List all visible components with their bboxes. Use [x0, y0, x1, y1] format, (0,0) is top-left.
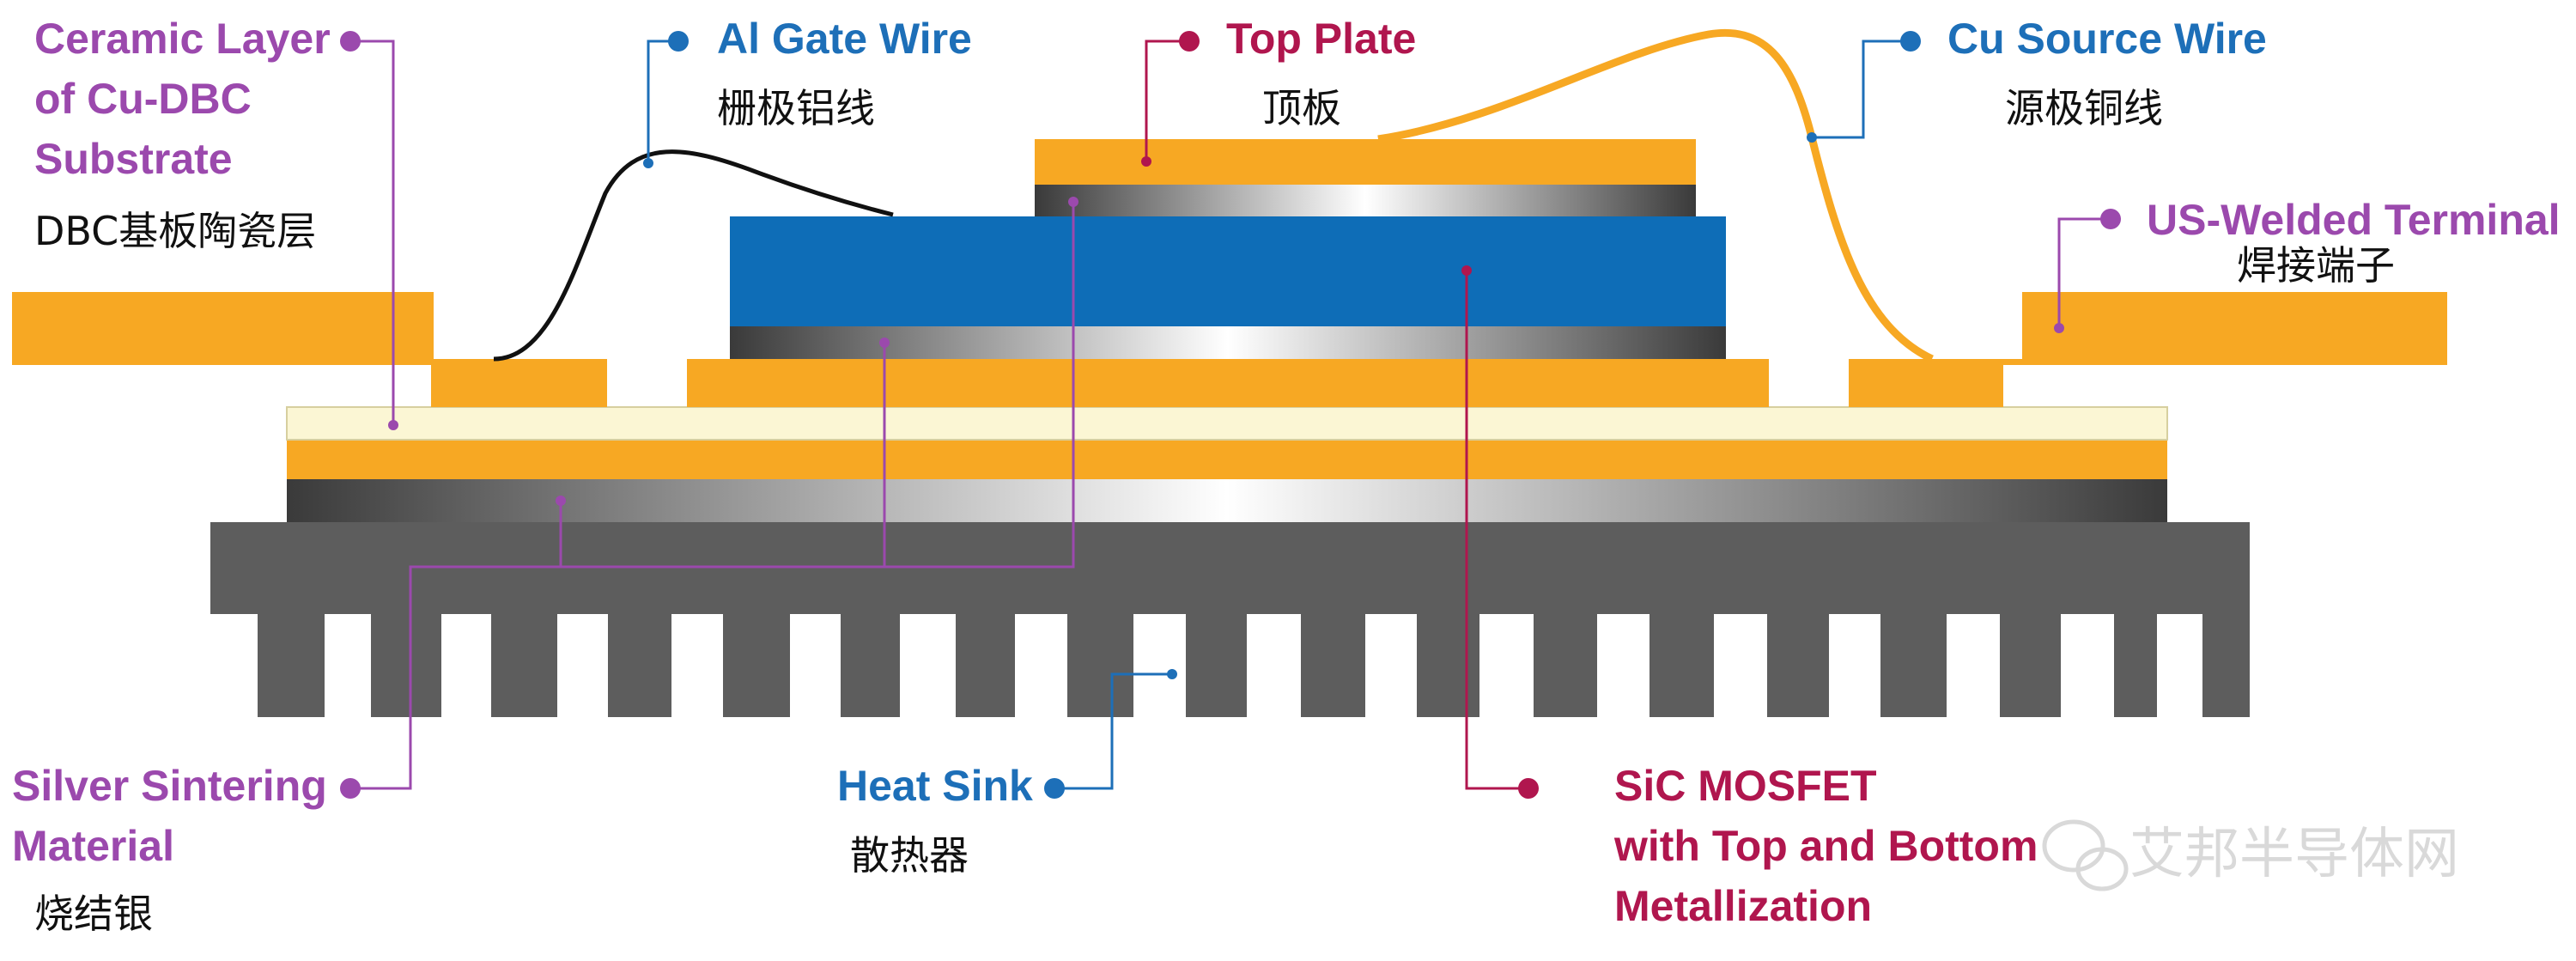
heatsink-label: Heat Sink: [837, 762, 1033, 810]
mosfet-label-line-2: with Top and Bottom: [1613, 822, 2038, 870]
silver-leader: [350, 202, 1075, 790]
gate-dot-label: [668, 31, 689, 52]
silver-sinter-bottom: [287, 479, 2167, 522]
cu-source-wire: [1377, 28, 1934, 363]
topplate-dot-target: [1141, 156, 1151, 167]
silver-label-line-2: Material: [12, 822, 174, 870]
gate-leader: [647, 40, 678, 163]
gate-label-zh: 栅极铝线: [717, 85, 875, 131]
source-label: Cu Source Wire: [1947, 15, 2267, 63]
heatsink-dot-target: [1167, 669, 1177, 679]
gate-dot-target: [643, 158, 653, 168]
terminal-label-zh: 焊接端子: [2237, 242, 2395, 289]
heatsink-label-zh: 散热器: [850, 832, 969, 879]
ceramic-dot-label: [340, 31, 361, 52]
dbc-bottom-copper: [287, 440, 2167, 479]
silver-dot-target-3: [1068, 197, 1078, 207]
topplate-dot-label: [1179, 31, 1200, 52]
wechat-icon: [2042, 819, 2129, 891]
source-dot-label: [1900, 31, 1921, 52]
chip-bottom-metallization: [730, 326, 1726, 359]
topplate-leader: [1145, 40, 1189, 161]
us-welded-terminal: [2003, 292, 2447, 365]
sic-mosfet-chip: [730, 216, 1726, 326]
chip-top-metallization: [1035, 185, 1696, 216]
terminal-leader: [2057, 217, 2111, 328]
terminal-label: US-Welded Terminal: [2147, 196, 2561, 244]
silver-label-zh: 烧结银: [34, 891, 153, 937]
silver-dot-target-2: [879, 338, 890, 348]
silver-label-line-1: Silver Sintering: [12, 762, 327, 810]
ceramic-leader: [350, 40, 395, 425]
source-dot-target: [1807, 132, 1817, 143]
mosfet-dot-label: [1518, 778, 1539, 799]
top-plate: [1035, 139, 1696, 185]
ceramic-label-line-2: of Cu-DBC: [34, 75, 252, 123]
mosfet-leader: [1465, 271, 1528, 790]
heat-sink: [210, 522, 2250, 717]
source-label-zh: 源极铜线: [2005, 85, 2163, 131]
heatsink-dot-label: [1044, 778, 1065, 799]
dbc-top-copper-left: [431, 359, 607, 407]
heatsink-leader: [1054, 672, 1172, 790]
dbc-top-copper-right: [1849, 359, 2003, 407]
topplate-label-zh: 顶板: [1262, 85, 1341, 131]
watermark-text: 艾邦半导体网: [2129, 823, 2459, 886]
terminal-dot-label: [2100, 209, 2121, 229]
topplate-label: Top Plate: [1226, 15, 1416, 63]
ceramic-layer: [286, 406, 2168, 441]
mosfet-dot-target: [1461, 265, 1472, 276]
gate-label: Al Gate Wire: [717, 15, 972, 63]
ceramic-label-zh: DBC基板陶瓷层: [34, 208, 316, 254]
al-gate-wire: [493, 149, 894, 362]
ceramic-label-line-3: Substrate: [34, 135, 233, 183]
ceramic-dot-target: [388, 420, 398, 430]
silver-dot-label: [340, 778, 361, 799]
left-terminal: [12, 292, 434, 365]
mosfet-label-line-1: SiC MOSFET: [1614, 762, 1877, 810]
terminal-dot-target: [2054, 323, 2064, 333]
source-leader: [1812, 40, 1911, 139]
mosfet-label-line-3: Metallization: [1614, 882, 1872, 930]
ceramic-label-line-1: Ceramic Layer: [34, 15, 331, 63]
dbc-top-copper-middle: [687, 359, 1769, 407]
silver-dot-target-1: [556, 496, 566, 506]
